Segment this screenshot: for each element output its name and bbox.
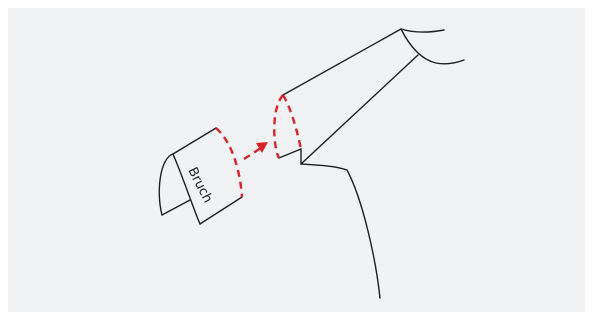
diagram-background [8, 8, 585, 312]
arrow-right-icon [243, 142, 268, 161]
fold-label: Bruch [184, 165, 215, 206]
cuff-top-edge [172, 127, 217, 155]
sleeve [273, 28, 465, 299]
side-seam [300, 163, 381, 299]
cuff-opening-bottom [278, 148, 302, 159]
cuff-stitch-line [215, 127, 244, 198]
sleeve-top-edge [282, 28, 402, 96]
collar-top [400, 28, 445, 33]
sleeve-bottom-edge [300, 54, 419, 165]
cuff-front-edge [172, 153, 201, 225]
arrow-shaft [243, 146, 262, 161]
cuff-inner-edge [161, 199, 191, 216]
folded-cuff: Bruch [158, 127, 244, 225]
cuff-fold-curve [158, 153, 174, 216]
sleeve-stitch-line [273, 94, 303, 159]
cuff-bottom-edge [199, 196, 243, 225]
arrow-head [256, 142, 268, 153]
collar-curve [400, 28, 465, 65]
